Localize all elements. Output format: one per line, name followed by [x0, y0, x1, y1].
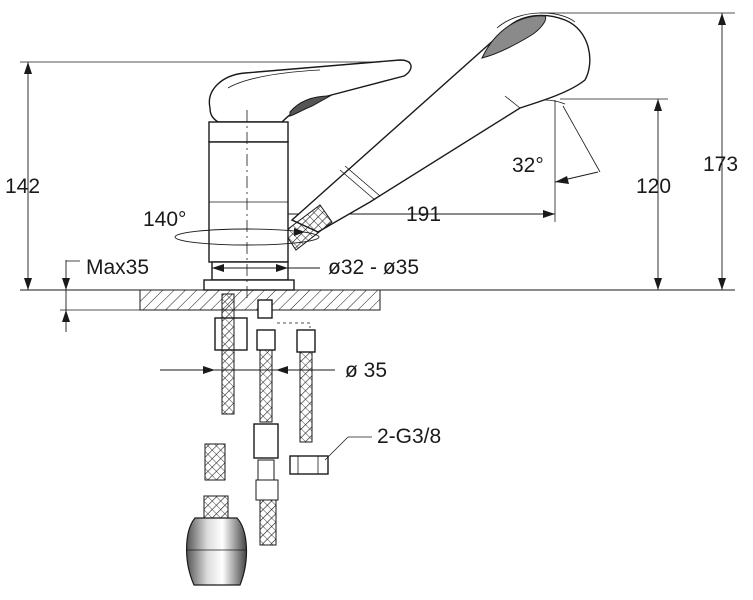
spring-hose [283, 204, 333, 251]
label-32-angle: 32° [512, 154, 544, 177]
label-191: 191 [406, 203, 441, 226]
leader-connection [324, 436, 372, 461]
label-base-diameter: ø 35 [345, 359, 387, 382]
dimension-32-angle [554, 105, 601, 184]
label-max-thickness: Max35 [86, 256, 149, 279]
label-120: 120 [636, 175, 671, 198]
spare-spring-upper [204, 443, 226, 481]
pull-out-spout [283, 12, 591, 251]
dimension-120 [560, 98, 668, 290]
label-hole-diameter: ø32 - ø35 [328, 256, 419, 279]
lever-handle [208, 59, 412, 123]
mounting-assembly [214, 293, 273, 415]
label-173: 173 [703, 153, 738, 176]
dimension-hole-diameter [212, 264, 320, 272]
label-connection: 2-G3/8 [377, 425, 441, 448]
flex-hose-left [253, 329, 279, 546]
faucet-body [203, 110, 295, 300]
dimension-max-thickness [62, 260, 80, 332]
label-140-swivel: 140° [143, 208, 186, 231]
label-142: 142 [5, 175, 40, 198]
flex-hose-right [289, 329, 329, 475]
shower-head-part [185, 517, 248, 586]
dimension-140-swivel [174, 228, 320, 246]
spare-spring-lower [203, 495, 229, 519]
dimension-173 [540, 12, 735, 290]
dimension-142 [20, 61, 410, 290]
